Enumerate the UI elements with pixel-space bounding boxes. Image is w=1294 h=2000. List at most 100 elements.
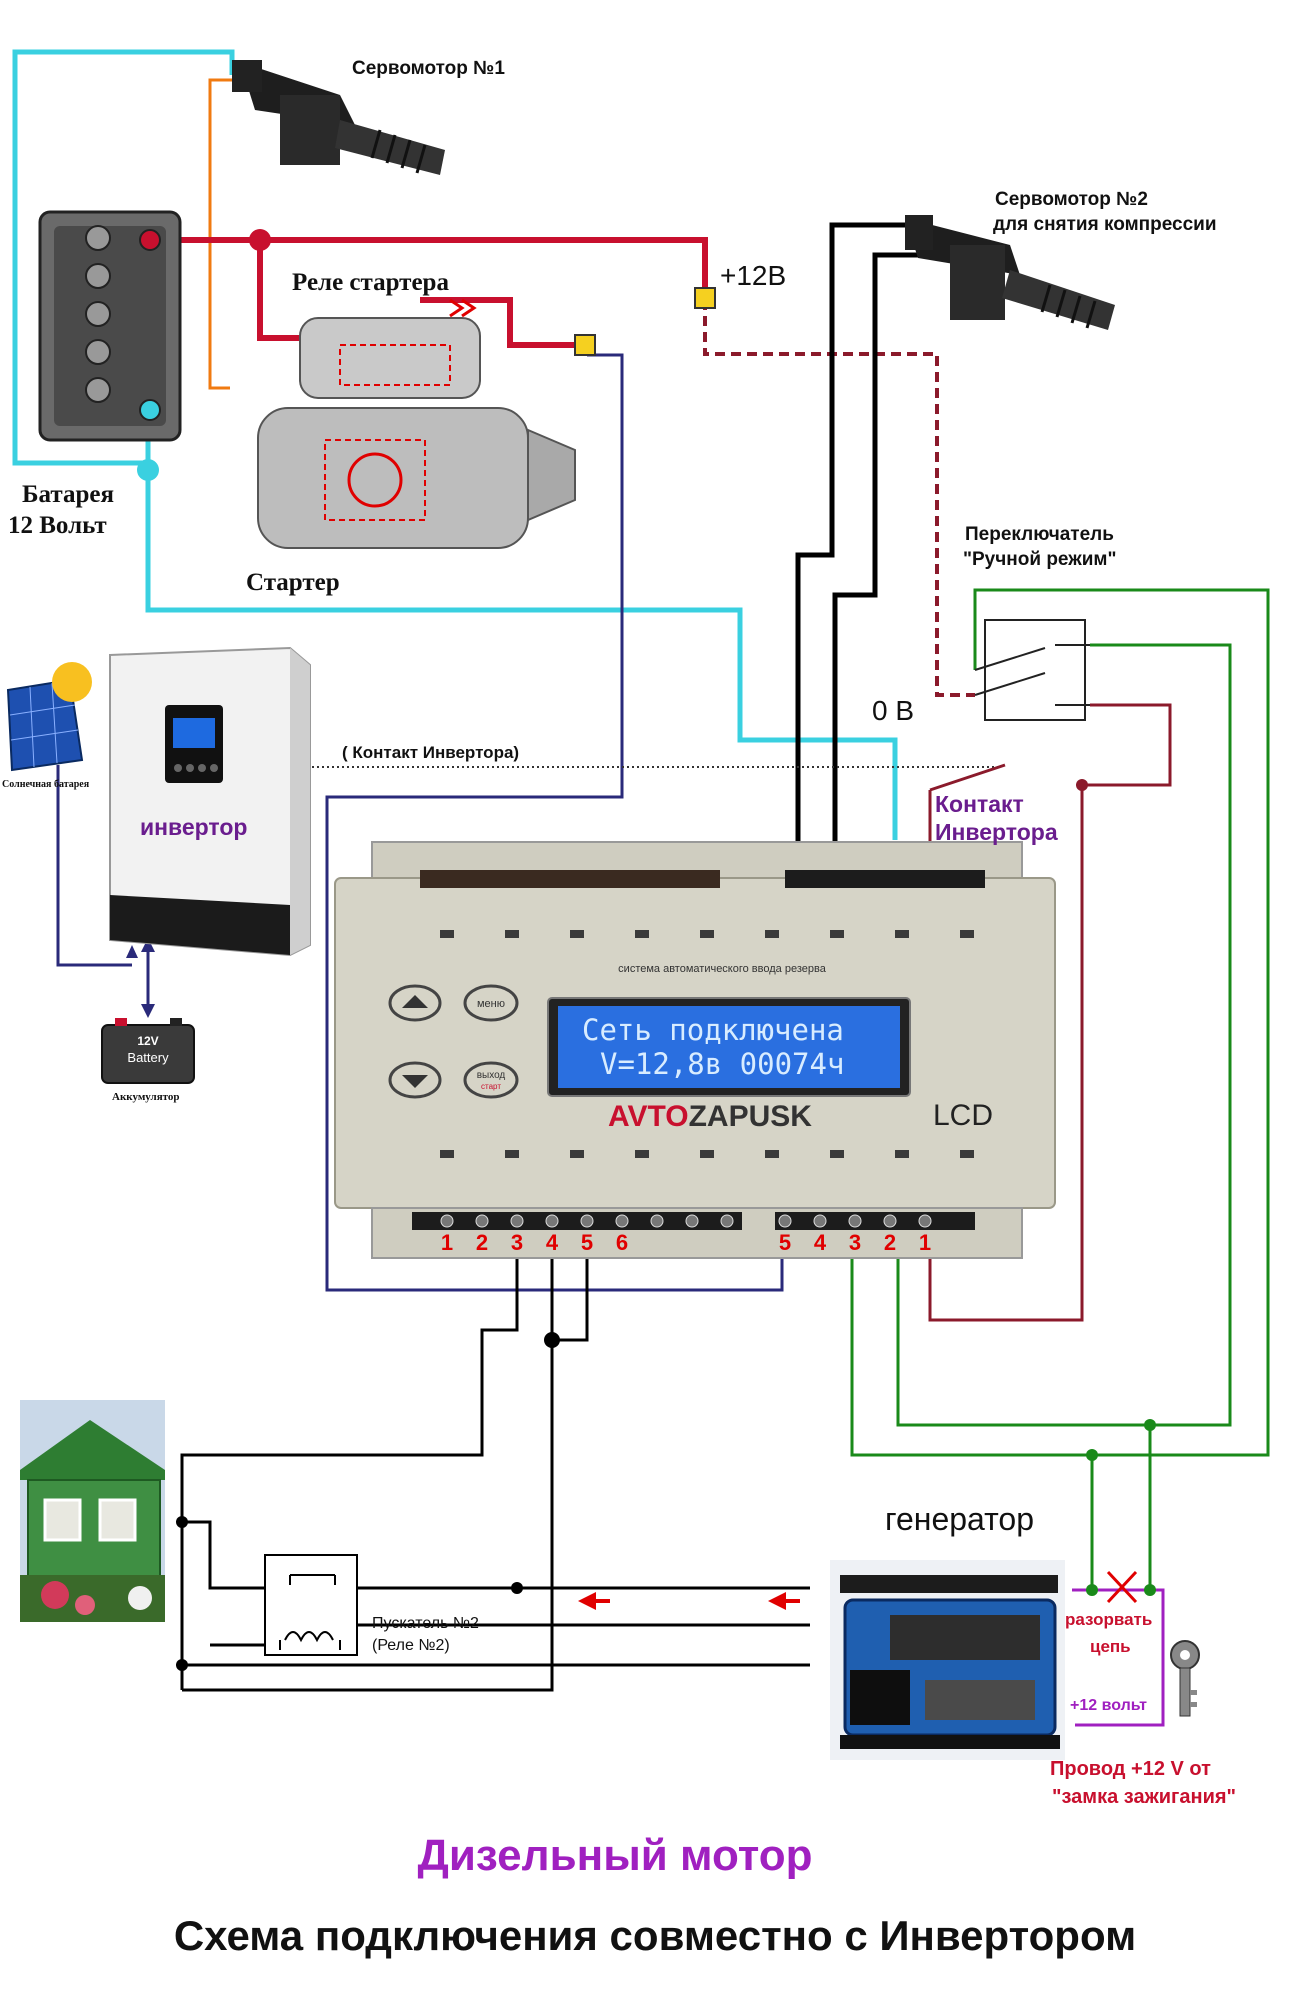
wire-green-2 [896,643,1232,1427]
black-junction-4 [176,1659,188,1671]
wire-cyan-ground [145,410,898,840]
terminal-screw [685,1214,699,1228]
label-plus12: +12В [720,260,786,291]
terminal-screw [883,1214,897,1228]
vent-slot [505,930,519,938]
cyan-junction [137,459,159,481]
wire-green-1 [850,588,1270,1457]
label-starter: Стартер [246,569,340,596]
break-mark-b [1106,1570,1138,1604]
plus12-connector [694,287,716,309]
terminal-screw [813,1214,827,1228]
vent-slot [895,1150,909,1158]
solar-panel [6,662,92,772]
vent-slot [960,1150,974,1158]
vent-slot [440,930,454,938]
brand-part1: AVTO [608,1100,689,1133]
label-plus12-volt: +12 вольт [1070,1697,1147,1714]
terminal-number-right-4: 2 [884,1230,896,1255]
vent-slot [830,930,844,938]
terminal-number-left-4: 4 [546,1230,559,1255]
ignition-key-icon [1170,1640,1200,1717]
house-picture [20,1400,165,1622]
terminal-screw [510,1214,524,1228]
arrow-left-1 [578,1592,596,1610]
terminal-screw [918,1214,932,1228]
vent-slot [635,930,649,938]
label-ignition-line1: Провод +12 V от [1050,1758,1211,1780]
vent-slot [830,1150,844,1158]
relay-connector [574,334,596,356]
controller-body [334,841,1056,1259]
lcd-line1: Сеть подключена [582,1013,844,1047]
vent-slot [765,1150,779,1158]
wire-red-main [150,237,708,292]
label-switch-line2: "Ручной режим" [963,549,1116,570]
terminal-screw [650,1214,664,1228]
contact-switch-lever [929,763,1006,792]
terminal-screw [720,1214,734,1228]
wire-red-starter [420,297,575,348]
label-starter2-line1: Пускатель №2 [372,1615,479,1632]
label-inverter: инвертор [140,814,247,840]
servo-motor-2 [905,215,1115,330]
vent-slot [765,930,779,938]
button-exit-label: выход [477,1070,506,1081]
terminal-screw [475,1214,489,1228]
subtitle: Дизельный мотор [417,1831,812,1880]
label-solar: Солнечная батарея [2,779,90,790]
battery-badge-line1: 12V [137,1034,158,1048]
wire-black-t4 [182,1256,554,1692]
arrow-up-inv-2 [126,945,138,958]
wire-cyan-battery-servo [12,49,235,466]
terminal-screw [778,1214,792,1228]
wire-orange [208,78,232,390]
model-label: LCD [933,1099,993,1132]
vent-slot [570,1150,584,1158]
battery-badge-line2: Battery [127,1050,169,1065]
terminal-number-right-1: 5 [779,1230,791,1255]
terminal-screw [440,1214,454,1228]
starter-relay-2 [264,1554,358,1656]
label-servo1: Сервомотор №1 [352,58,505,79]
terminal-screw [580,1214,594,1228]
green-junction-2 [1144,1419,1156,1431]
label-break-line1: разорвать [1065,1610,1152,1629]
terminal-number-right-3: 3 [849,1230,861,1255]
wire-red-relay [257,240,300,341]
terminal-number-left-1: 1 [441,1230,453,1255]
accumulator-battery [101,1018,195,1084]
terminal-number-right-2: 4 [814,1230,827,1255]
vent-slot [505,1150,519,1158]
label-battery-line2: 12 Вольт [8,512,107,539]
vent-slot [960,930,974,938]
label-inverter-contact-line1: Контакт [935,791,1024,817]
arrow-down-acc [141,1004,155,1018]
terminal-screw [848,1214,862,1228]
car-battery [38,210,182,442]
arrow-up-inv [141,938,155,952]
purple-junction-2 [1144,1584,1156,1596]
vent-slot [440,1150,454,1158]
button-menu-label: меню [477,998,505,1010]
inverter-device [109,646,311,957]
terminal-number-left-6: 6 [616,1230,628,1255]
terminal-screws [440,1214,932,1228]
terminal-number-left-5: 5 [581,1230,593,1255]
brand-part2: ZAPUSK [689,1100,813,1133]
label-starter-relay: Реле стартера [292,269,449,296]
purple-junction-1 [1086,1584,1098,1596]
terminal-number-left-3: 3 [511,1230,523,1255]
wire-black-line1 [182,1520,810,1590]
page-title: Схема подключения совместно с Инвертором [174,1912,1136,1959]
label-inverter-contact-dotted: ( Контакт Инвертора) [342,743,519,762]
black-junction-1 [544,1332,560,1348]
servo-motor-1 [232,60,445,175]
label-battery-line1: Батарея [22,481,114,508]
wire-navy [325,353,784,1292]
label-servo2-line1: Сервомотор №2 [995,189,1148,210]
label-zero-v: 0 В [872,695,914,726]
maroon-junction [1076,779,1088,791]
brand-logo: AVTOZAPUSK [608,1100,812,1133]
